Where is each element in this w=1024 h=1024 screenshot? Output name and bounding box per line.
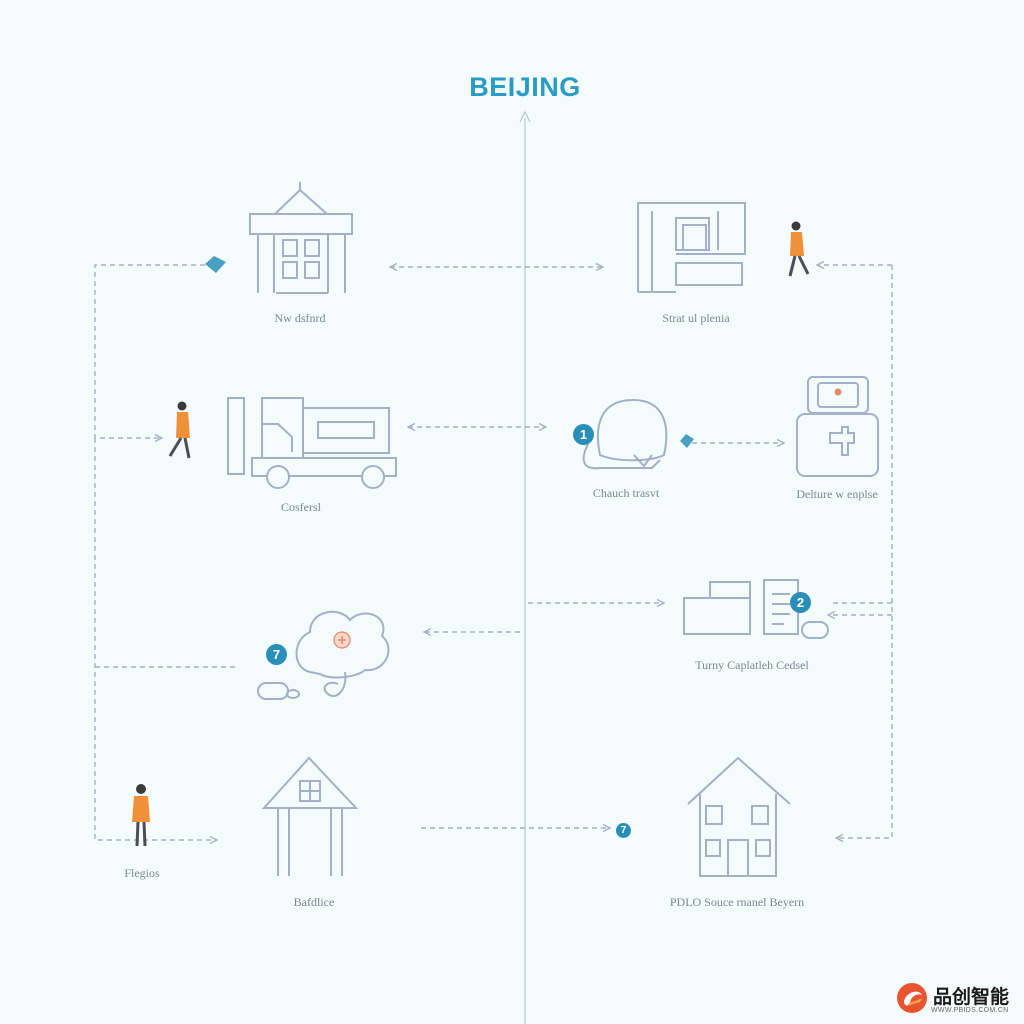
node-label: Turny Caplatleh Cedsel [695, 658, 809, 672]
watermark-name: 品创智能 [933, 987, 1010, 1008]
step-badge: 2 [790, 592, 811, 613]
node-label: Delture w enplse [796, 487, 878, 501]
brain-medical-icon [257, 611, 390, 700]
truck-icon [227, 397, 397, 489]
node-label: Flegios [124, 866, 160, 880]
node-label: PDLO Souce rnanel Beyern [669, 895, 805, 909]
watermark-url: WWW.PBIDS.COM.CN [931, 1007, 1009, 1014]
diamond-marker-icon [205, 256, 226, 273]
node-label: Nw dsfnrd [274, 311, 326, 325]
step-badge: 1 [573, 424, 594, 445]
node-label: Chauch trasvt [592, 486, 660, 500]
gate-icon [261, 756, 359, 876]
node-label: Bafdlice [293, 895, 335, 909]
node-label: Strat ul plenia [662, 311, 730, 325]
step-badge: 7 [616, 823, 631, 838]
house-icon [687, 756, 791, 877]
walking-person-icon [788, 221, 810, 277]
diamond-marker-icon [680, 434, 694, 448]
step-badge: 7 [266, 644, 287, 665]
speech-bubble-icon [582, 398, 668, 470]
center-axis [519, 110, 531, 1024]
node-label: Cosfersl [281, 500, 321, 514]
floor-plan-icon [637, 202, 746, 293]
watermark: 品创智能 WWW.PBIDS.COM.CN [893, 980, 1018, 1020]
documents-icon [683, 579, 829, 639]
government-building-icon [249, 182, 353, 294]
diagram-title: BEIJING [469, 72, 581, 102]
brand-logo-icon [897, 983, 927, 1013]
connectors [94, 265, 893, 840]
walking-person-icon [168, 401, 191, 459]
walking-person-icon [132, 784, 150, 847]
medical-kit-icon [796, 376, 879, 477]
